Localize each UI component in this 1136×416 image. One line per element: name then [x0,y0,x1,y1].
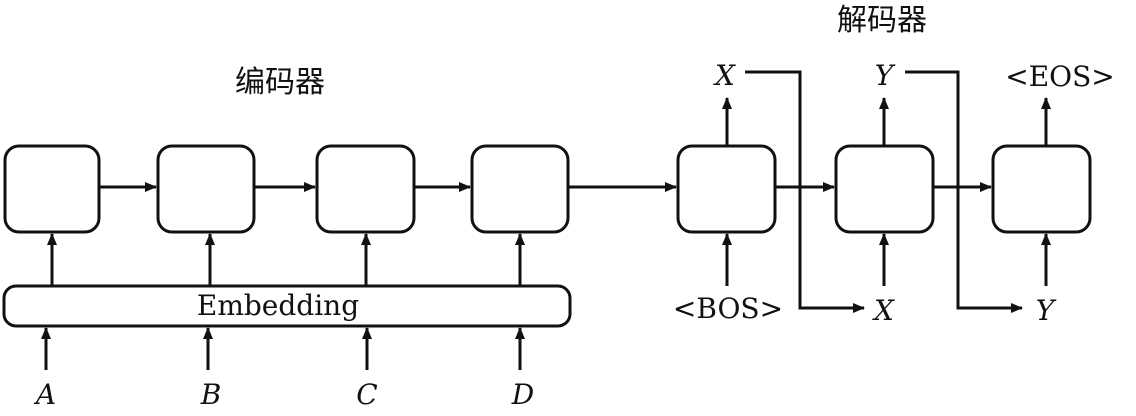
encoder-title: 编码器 [235,65,325,100]
feedback-path-y [905,70,1023,313]
decoder-cell-2 [834,144,935,234]
input-label-d: D [511,378,534,411]
input-label-b: B [200,378,222,411]
feedback-path-x [745,70,865,313]
encoder-cell-4 [470,144,570,234]
feedback-label-y: Y [1036,294,1057,327]
input-label-a: A [33,378,56,411]
decoder-output-y: Y [875,59,896,92]
embedding-up-arrows [47,233,525,286]
feedback-paths [745,70,1023,313]
decoder-input-arrows [722,233,1051,286]
encoder-cell-3 [315,144,416,234]
decoder-cells [676,144,1092,234]
decoder-output-arrows [722,97,1051,146]
encoder-cell-2 [156,144,256,234]
feedback-label-x: X [872,294,895,327]
encoder-cell-1 [3,144,101,234]
decoder-output-eos: <EOS> [1005,60,1115,93]
decoder-title: 解码器 [837,3,927,38]
encoder-cells [3,144,570,234]
decoder-output-x: X [713,59,736,92]
embedding-label: Embedding [197,289,359,322]
decoder-cell-1 [676,144,777,234]
embedding-layer [2,284,572,328]
input-label-c: C [356,378,377,411]
decoder-cell-3 [991,144,1092,234]
input-up-arrows [41,327,525,370]
decoder-input-bos: <BOS> [673,292,783,325]
